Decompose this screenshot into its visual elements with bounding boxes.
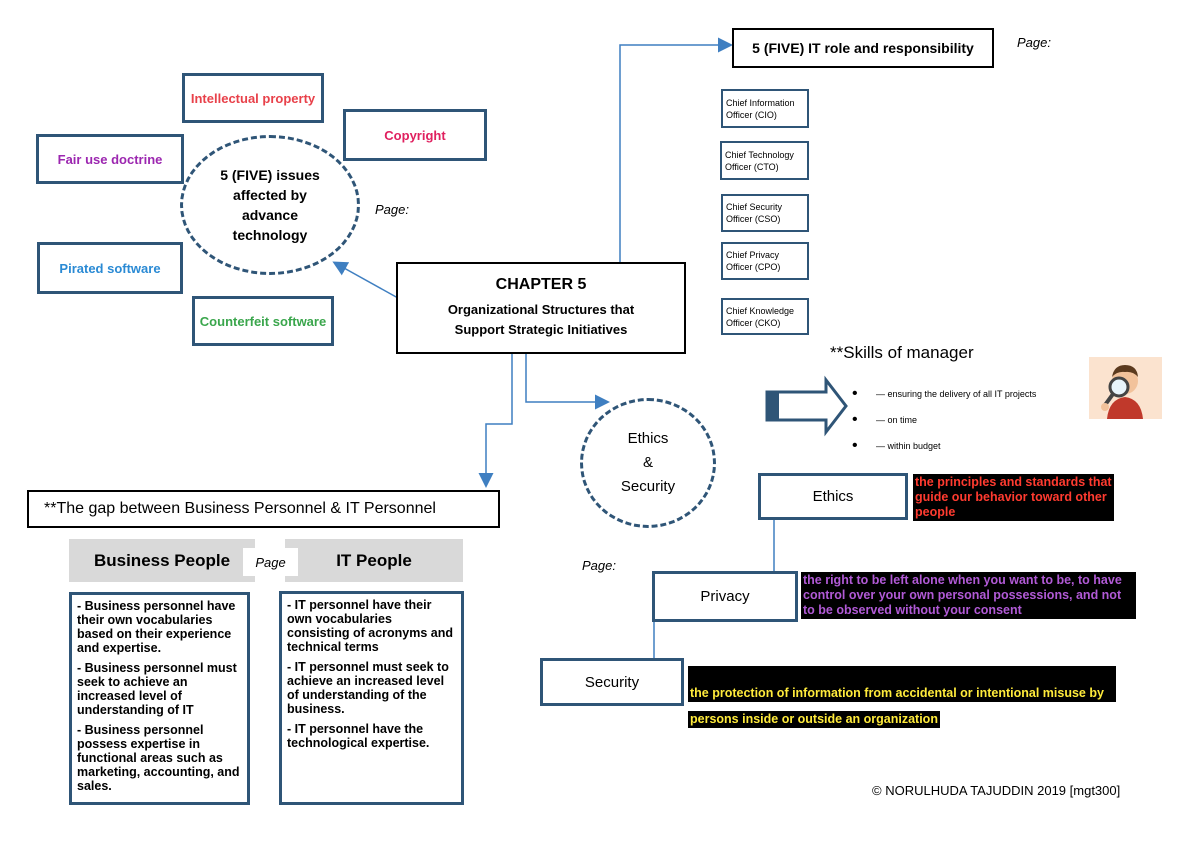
ethics-circle-line: Security — [620, 478, 676, 495]
skills-bullet: •— within budget — [852, 437, 941, 454]
list-item: - Business personnel possess expertise i… — [77, 723, 240, 793]
it-roles-title: 5 (FIVE) IT role and responsibility — [752, 40, 974, 56]
ethics-security-ellipse: Ethics & Security — [580, 398, 716, 528]
issues-page-label: Page: — [375, 202, 409, 217]
arrow-to-it-roles — [619, 37, 733, 262]
privacy-definition: the right to be left alone when you want… — [801, 572, 1136, 619]
issues-center-label: 5 (FIVE) issues affected by advance tech… — [220, 167, 320, 243]
list-item: - IT personnel must seek to achieve an i… — [287, 660, 449, 716]
role-cpo: Chief Privacy Officer (CPO) — [721, 242, 809, 280]
issues-ellipse: 5 (FIVE) issues affected by advance tech… — [180, 135, 360, 275]
arrow-to-issues — [332, 261, 399, 299]
magnifier-person-icon — [1089, 357, 1162, 419]
ethics-circle-line: & — [642, 454, 653, 471]
issue-label: Pirated software — [59, 260, 161, 276]
footer-credit: © NORULHUDA TAJUDDIN 2019 [mgt300] — [872, 783, 1121, 798]
skills-list: •— ensuring the delivery of all IT proje… — [852, 381, 1036, 459]
role-cko: Chief Knowledge Officer (CKO) — [721, 298, 809, 335]
security-box: Security — [540, 658, 684, 706]
role-cio: Chief Information Officer (CIO) — [721, 89, 809, 128]
chapter-box: CHAPTER 5 Organizational Structures that… — [396, 262, 686, 354]
issue-label: Copyright — [384, 127, 446, 143]
business-header: Business People — [69, 539, 255, 582]
gap-title-box: **The gap between Business Personnel & I… — [27, 490, 500, 528]
ethics-page-label: Page: — [582, 558, 616, 573]
skills-bullet: •— ensuring the delivery of all IT proje… — [852, 385, 1037, 402]
issue-label: Intellectual property — [190, 90, 316, 106]
arrow-to-gap — [478, 354, 513, 488]
it-roles-page-label: Page: — [1017, 35, 1051, 50]
issue-box-copyright: Copyright — [343, 109, 487, 161]
list-item: - Business personnel have their own voca… — [77, 599, 236, 655]
business-list: - Business personnel have their own voca… — [69, 592, 250, 805]
issue-box-fair-use: Fair use doctrine — [36, 134, 184, 184]
list-item: - IT personnel have their own vocabulari… — [287, 598, 454, 654]
gap-page-label: Page — [243, 548, 298, 576]
role-cto: Chief Technology Officer (CTO) — [720, 141, 809, 180]
list-item: - IT personnel have the technological ex… — [287, 722, 430, 750]
it-roles-title-box: 5 (FIVE) IT role and responsibility — [732, 28, 994, 68]
privacy-box: Privacy — [652, 571, 798, 622]
list-item: - Business personnel must seek to achiev… — [77, 661, 237, 717]
ethics-box: Ethics — [758, 473, 908, 520]
role-cso: Chief Security Officer (CSO) — [721, 194, 809, 232]
issue-label: Counterfeit software — [199, 313, 327, 329]
it-list: - IT personnel have their own vocabulari… — [279, 591, 464, 805]
ethics-circle-line: Ethics — [627, 430, 669, 447]
security-definition-2: persons inside or outside an organizatio… — [688, 711, 940, 728]
issue-label: Fair use doctrine — [57, 151, 163, 167]
ethics-definition: the principles and standards that guide … — [913, 474, 1114, 521]
issue-box-counterfeit-software: Counterfeit software — [192, 296, 334, 346]
ethics-label: Ethics — [812, 488, 854, 505]
chapter-title: CHAPTER 5 — [495, 276, 587, 293]
skills-title: **Skills of manager — [830, 343, 974, 362]
chapter-subtitle: Organizational Structures that Support S… — [447, 302, 635, 337]
skills-bullet: •— on time — [852, 411, 918, 428]
issue-box-pirated-software: Pirated software — [37, 242, 183, 294]
issue-box-intellectual-property: Intellectual property — [182, 73, 324, 123]
it-header: IT People — [285, 539, 463, 582]
arrow-to-ethics — [525, 354, 610, 410]
gap-title: **The gap between Business Personnel & I… — [44, 500, 436, 517]
privacy-label: Privacy — [700, 588, 750, 605]
security-label: Security — [584, 673, 640, 691]
security-definition-1: the protection of information from accid… — [688, 666, 1116, 702]
